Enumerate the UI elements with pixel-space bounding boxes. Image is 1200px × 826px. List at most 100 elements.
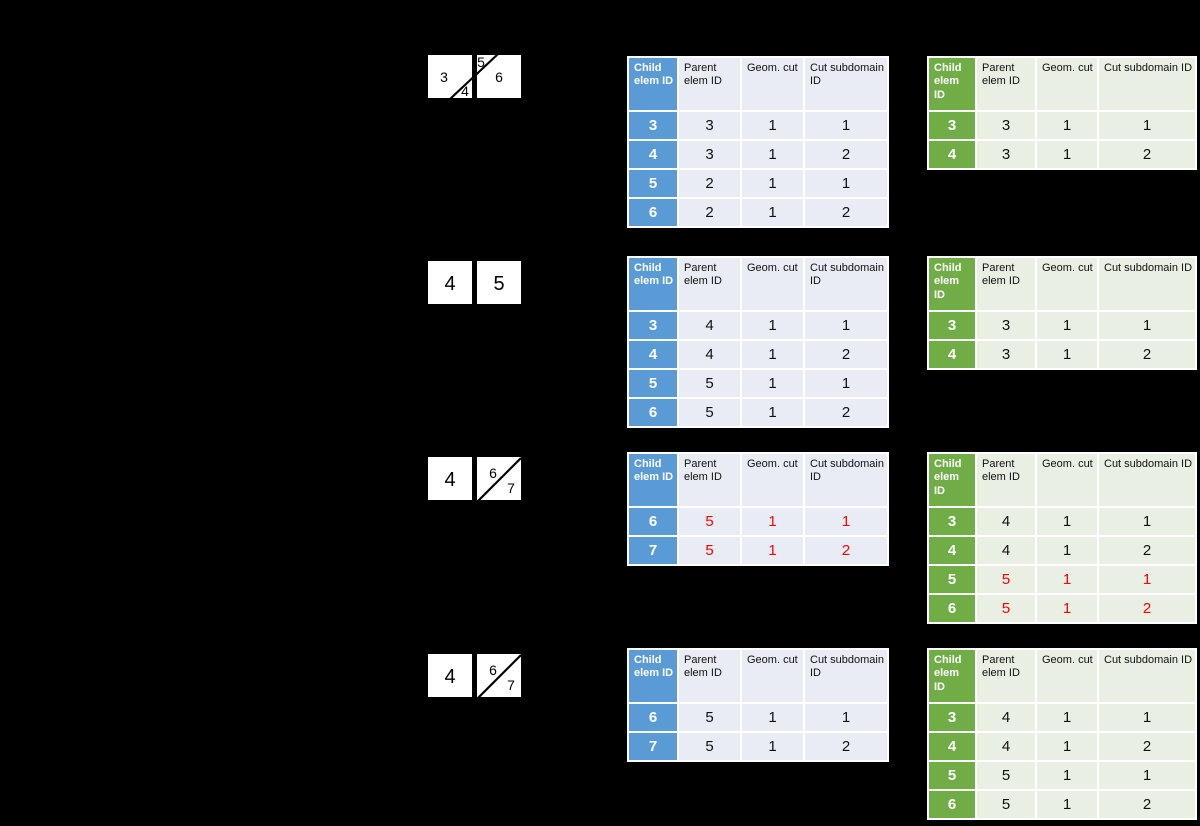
col-header-cut-subdomain-id: Cut subdomain ID [1097, 452, 1197, 508]
col-header-child-elem-id: Child elem ID [627, 648, 679, 704]
child-id-cell: 6 [927, 789, 977, 820]
child-id-cell: 3 [627, 310, 679, 341]
value-cell: 2 [677, 168, 742, 199]
cut-line [448, 53, 499, 101]
col-header-geom-cut: Geom. cut [740, 452, 805, 508]
value-cell: 3 [677, 110, 742, 141]
value-cell: 1 [740, 506, 805, 537]
value-cell: 1 [1035, 310, 1099, 341]
value-cell: 1 [803, 506, 889, 537]
value-cell: 5 [975, 564, 1037, 595]
col-header-cut-subdomain-id: Cut subdomain ID [1097, 56, 1197, 112]
col-header-parent-elem-id: Parent elem ID [975, 648, 1037, 704]
child-id-cell: 6 [627, 702, 679, 733]
col-header-parent-elem-id: Parent elem ID [975, 256, 1037, 312]
col-header-cut-subdomain-id: Cut subdomain ID [1097, 256, 1197, 312]
value-cell: 4 [975, 731, 1037, 762]
value-cell: 1 [803, 110, 889, 141]
value-cell: 1 [740, 197, 805, 228]
child-id-cell: 3 [927, 702, 977, 733]
value-cell: 4 [975, 506, 1037, 537]
child-id-cell: 4 [927, 535, 977, 566]
col-header-cut-subdomain-id: Cut subdomain ID [803, 648, 889, 704]
value-cell: 2 [1097, 789, 1197, 820]
col-header-child-elem-id: Child elem ID [927, 648, 977, 704]
col-header-parent-elem-id: Parent elem ID [677, 648, 742, 704]
value-cell: 2 [803, 197, 889, 228]
col-header-geom-cut: Geom. cut [740, 256, 805, 312]
value-cell: 1 [1035, 760, 1099, 791]
col-header-child-elem-id: Child elem ID [927, 256, 977, 312]
child-id-cell: 5 [927, 760, 977, 791]
value-cell: 1 [1097, 506, 1197, 537]
col-header-geom-cut: Geom. cut [740, 648, 805, 704]
value-cell: 1 [1035, 110, 1099, 141]
value-cell: 2 [1097, 731, 1197, 762]
col-header-parent-elem-id: Parent elem ID [677, 56, 742, 112]
element-id-label: 6 [489, 662, 497, 678]
value-cell: 1 [740, 397, 805, 428]
value-cell: 1 [1097, 564, 1197, 595]
value-cell: 1 [740, 368, 805, 399]
child-id-cell: 5 [927, 564, 977, 595]
value-cell: 4 [677, 339, 742, 370]
value-cell: 1 [1035, 731, 1099, 762]
value-cell: 4 [677, 310, 742, 341]
value-cell: 2 [1097, 339, 1197, 370]
element-id-label: 5 [493, 273, 504, 295]
value-cell: 1 [1097, 310, 1197, 341]
element-id-label: 7 [507, 677, 515, 693]
col-header-geom-cut: Geom. cut [1035, 56, 1099, 112]
element-id-label: 4 [444, 469, 455, 491]
value-cell: 5 [677, 535, 742, 566]
value-cell: 2 [1097, 139, 1197, 170]
value-cell: 2 [803, 731, 889, 762]
cut-line [477, 654, 522, 699]
col-header-parent-elem-id: Parent elem ID [677, 452, 742, 508]
col-header-child-elem-id: Child elem ID [927, 56, 977, 112]
child-id-cell: 7 [627, 535, 679, 566]
value-cell: 1 [1035, 506, 1099, 537]
element-id-label: 3 [440, 69, 448, 85]
value-cell: 1 [1035, 564, 1099, 595]
value-cell: 1 [1035, 535, 1099, 566]
value-cell: 3 [975, 110, 1037, 141]
element-square-left [428, 457, 472, 500]
child-id-cell: 4 [927, 339, 977, 370]
child-id-cell: 3 [627, 110, 679, 141]
value-cell: 5 [677, 506, 742, 537]
value-cell: 2 [677, 197, 742, 228]
col-header-geom-cut: Geom. cut [1035, 452, 1099, 508]
col-header-cut-subdomain-id: Cut subdomain ID [803, 452, 889, 508]
value-cell: 1 [1035, 593, 1099, 624]
col-header-geom-cut: Geom. cut [1035, 256, 1099, 312]
value-cell: 1 [1035, 789, 1099, 820]
value-cell: 4 [975, 535, 1037, 566]
child-id-cell: 3 [927, 506, 977, 537]
value-cell: 1 [803, 368, 889, 399]
value-cell: 1 [1035, 139, 1099, 170]
element-square-left [428, 55, 472, 98]
element-square-left [428, 654, 472, 697]
value-cell: 5 [677, 368, 742, 399]
